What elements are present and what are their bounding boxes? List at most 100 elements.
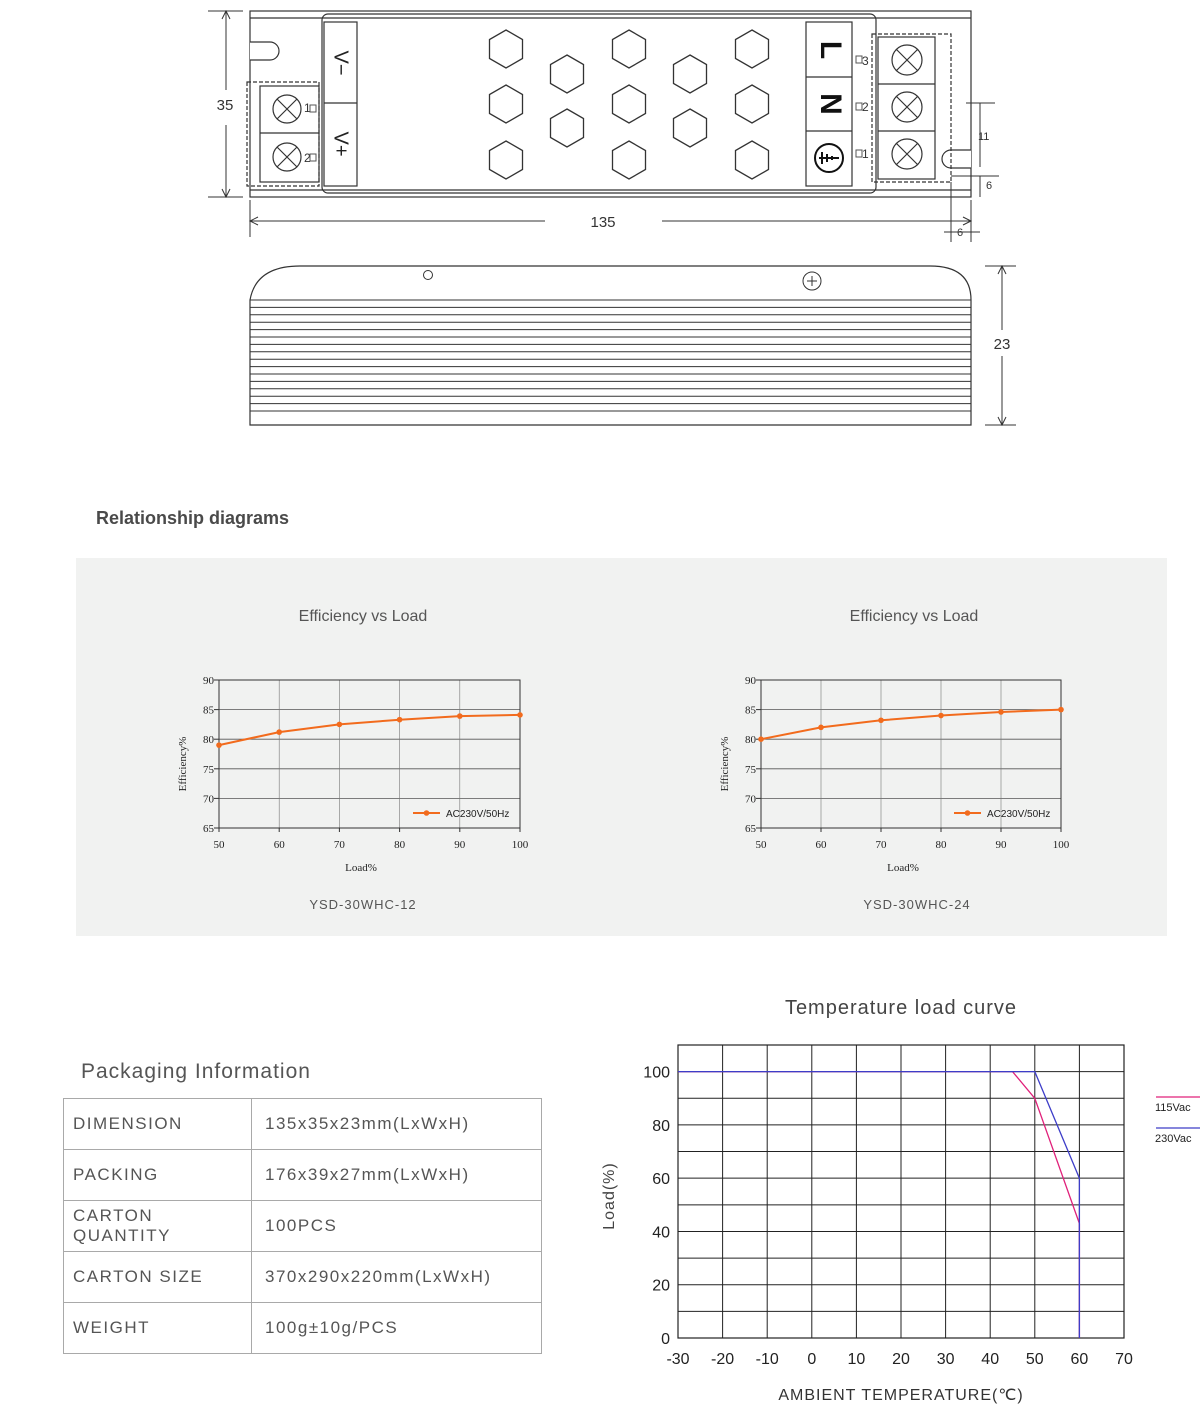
vent-hexagon xyxy=(611,140,647,180)
plot-frame xyxy=(218,679,521,829)
x-tick-label: 30 xyxy=(937,1351,955,1368)
vent-hexagon xyxy=(734,140,770,180)
y-tick-label: 65 xyxy=(745,823,757,835)
x-tick-label: 80 xyxy=(394,839,406,851)
x-tick-label: 10 xyxy=(848,1351,866,1368)
dim-height: 23 xyxy=(994,336,1011,353)
row-label: WEIGHT xyxy=(63,1302,252,1354)
dim-6a: 6 xyxy=(986,180,992,192)
data-point xyxy=(336,721,343,728)
data-point xyxy=(517,712,523,718)
vent-hexagon xyxy=(549,54,585,94)
efficiency-chart-24v: Efficiency vs Load Load% Efficiency% YSD… xyxy=(719,608,1070,912)
top-view-outline xyxy=(249,10,972,198)
efficiency-charts: Efficiency vs Load Load% Efficiency% YSD… xyxy=(177,608,1070,912)
pin-right-1: 1 xyxy=(862,147,869,161)
y-axis-label: Efficiency% xyxy=(719,737,731,792)
x-tick-label: 70 xyxy=(1115,1351,1133,1368)
row-value: 100PCS xyxy=(251,1200,542,1252)
x-tick-label: 60 xyxy=(274,839,286,851)
legend-marker xyxy=(423,810,430,816)
series-line xyxy=(678,1070,1081,1338)
legend-label: AC230V/50Hz xyxy=(446,809,509,820)
data-point xyxy=(276,729,283,735)
legend-label: 230Vac xyxy=(1155,1133,1192,1145)
data-point xyxy=(818,724,824,731)
y-tick-label: 65 xyxy=(203,823,215,835)
chart-title: Efficiency vs Load xyxy=(299,608,428,625)
vent-hexagon xyxy=(488,84,524,124)
x-tick-label: -10 xyxy=(756,1351,779,1368)
technical-drawing: V− V+ L N ⏚ 1 2 3 2 1 35 135 23 xyxy=(208,9,1016,427)
dim-width: 35 xyxy=(217,97,234,114)
y-tick-label: 100 xyxy=(643,1065,670,1082)
x-tick-label: 60 xyxy=(1071,1351,1089,1368)
x-tick-label: 100 xyxy=(1053,839,1070,851)
row-label: CARTON SIZE xyxy=(63,1251,252,1303)
data-point xyxy=(396,716,403,723)
x-tick-label: 50 xyxy=(214,839,226,851)
pin-right-3: 3 xyxy=(862,54,869,68)
x-tick-label: 90 xyxy=(996,839,1008,851)
y-tick-label: 80 xyxy=(745,734,757,746)
x-tick-label: -30 xyxy=(666,1351,689,1368)
chart-caption: YSD-30WHC-12 xyxy=(309,897,416,912)
temperature-load-chart: Temperature load curve AMBIENT TEMPERATU… xyxy=(601,997,1200,1404)
row-label: CARTON QUANTITY xyxy=(63,1200,252,1252)
pin-right-2: 2 xyxy=(862,100,869,114)
pin-left-1: 1 xyxy=(304,101,311,115)
dim-length: 135 xyxy=(590,214,615,231)
data-point xyxy=(938,712,944,719)
x-tick-label: 0 xyxy=(807,1351,816,1368)
x-tick-label: 60 xyxy=(816,839,828,851)
row-value: 370x290x220mm(LxWxH) xyxy=(251,1251,542,1303)
vent-hexagon xyxy=(734,29,770,69)
x-tick-label: -20 xyxy=(711,1351,734,1368)
legend-label: 115Vac xyxy=(1155,1102,1191,1114)
dim-6b: 6 xyxy=(957,227,963,239)
vent-hexagon xyxy=(672,108,708,148)
row-label: PACKING xyxy=(63,1149,252,1201)
efficiency-chart-12v: Efficiency vs Load Load% Efficiency% YSD… xyxy=(177,608,529,912)
packaging-title: Packaging Information xyxy=(81,1060,311,1083)
vent-hexagon xyxy=(549,108,585,148)
x-tick-label: 90 xyxy=(454,839,466,851)
y-tick-label: 85 xyxy=(203,705,215,717)
x-tick-label: 100 xyxy=(512,839,529,851)
row-value: 176x39x27mm(LxWxH) xyxy=(251,1149,542,1201)
x-tick-label: 70 xyxy=(334,839,346,851)
terminal-l: L xyxy=(814,41,847,59)
section-title: Relationship diagrams xyxy=(96,508,290,528)
y-tick-label: 80 xyxy=(652,1118,670,1135)
x-tick-label: 20 xyxy=(892,1351,910,1368)
x-axis-label: AMBIENT TEMPERATURE(℃) xyxy=(778,1387,1023,1404)
y-tick-label: 0 xyxy=(661,1331,670,1348)
x-tick-label: 50 xyxy=(1026,1351,1044,1368)
y-tick-label: 90 xyxy=(203,675,215,687)
x-tick-label: 70 xyxy=(876,839,888,851)
terminal-v-plus: V+ xyxy=(330,131,352,156)
vent-hexagon xyxy=(611,29,647,69)
y-tick-label: 70 xyxy=(203,793,215,805)
y-tick-label: 20 xyxy=(652,1278,670,1295)
ground-terminal-icon xyxy=(814,143,844,173)
x-axis-label: Load% xyxy=(345,862,377,874)
data-point xyxy=(878,717,884,724)
y-tick-label: 90 xyxy=(745,675,757,687)
plot-frame xyxy=(677,1044,1125,1339)
data-point xyxy=(1058,706,1064,713)
legend-label: AC230V/50Hz xyxy=(987,809,1050,820)
legend-marker xyxy=(964,810,971,816)
x-tick-label: 80 xyxy=(936,839,948,851)
pin-left-2: 2 xyxy=(304,151,311,165)
chart-caption: YSD-30WHC-24 xyxy=(863,897,970,912)
x-tick-label: 50 xyxy=(756,839,768,851)
data-point xyxy=(216,742,222,748)
terminal-n: N xyxy=(814,93,847,115)
vent-hexagon xyxy=(488,29,524,69)
y-tick-label: 40 xyxy=(652,1224,670,1241)
